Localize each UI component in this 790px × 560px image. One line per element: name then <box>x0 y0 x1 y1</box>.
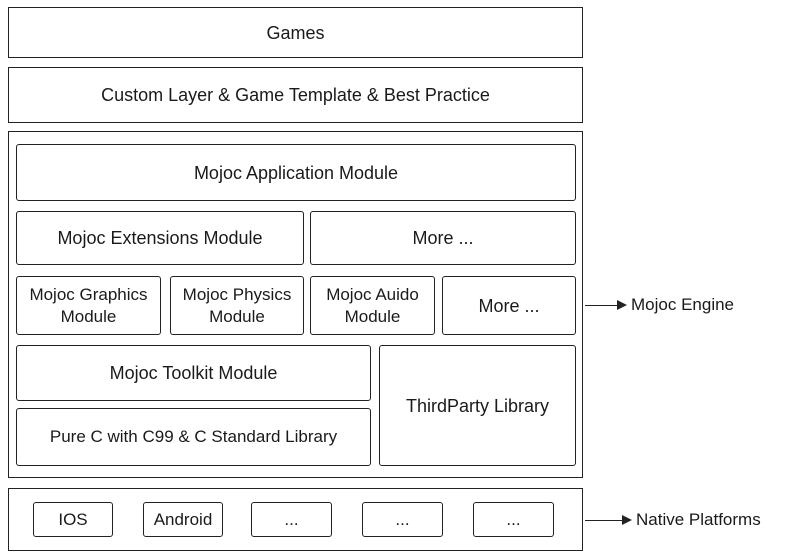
thirdparty-library: ThirdParty Library <box>379 345 576 466</box>
application-module: Mojoc Application Module <box>16 144 576 201</box>
platforms-label: Native Platforms <box>636 510 761 529</box>
games-label: Games <box>266 22 325 43</box>
platform-more-3-label: ... <box>506 509 521 529</box>
platform-android: Android <box>143 502 223 537</box>
platform-android-label: Android <box>153 509 213 529</box>
pure-c-label: Pure C with C99 & C Standard Library <box>49 427 338 446</box>
platform-ios-label: IOS <box>58 509 88 529</box>
thirdparty-library-label: ThirdParty Library <box>405 395 550 416</box>
extensions-module-label: Mojoc Extensions Module <box>57 228 263 248</box>
platform-ios: IOS <box>33 502 113 537</box>
platform-more-1: ... <box>251 502 332 537</box>
more-mid-label: More ... <box>478 295 540 316</box>
physics-module-line1: Mojoc Physics <box>182 284 292 304</box>
more-mid-box: More ... <box>442 276 576 335</box>
application-module-label: Mojoc Application Module <box>193 162 399 183</box>
custom-layer-label: Custom Layer & Game Template & Best Prac… <box>101 85 490 105</box>
engine-label: Mojoc Engine <box>631 295 735 314</box>
engine-arrow <box>585 300 627 310</box>
more-top-box: More ... <box>310 211 576 265</box>
platform-more-3: ... <box>473 502 554 537</box>
platform-more-2: ... <box>362 502 443 537</box>
toolkit-module: Mojoc Toolkit Module <box>16 345 371 401</box>
platform-more-2-label: ... <box>395 509 410 529</box>
audio-module-line1: Mojoc Auido <box>326 284 419 304</box>
physics-module-line2: Module <box>209 306 265 326</box>
pure-c-box: Pure C with C99 & C Standard Library <box>16 408 371 466</box>
physics-module: Mojoc Physics Module <box>170 276 304 335</box>
custom-layer: Custom Layer & Game Template & Best Prac… <box>8 67 583 123</box>
platforms-arrow <box>585 515 632 525</box>
audio-module: Mojoc Auido Module <box>310 276 435 335</box>
extensions-module: Mojoc Extensions Module <box>16 211 304 265</box>
graphics-module-line1: Mojoc Graphics <box>29 284 148 304</box>
toolkit-module-label: Mojoc Toolkit Module <box>109 363 278 383</box>
graphics-module-line2: Module <box>60 306 117 326</box>
games-layer: Games <box>8 7 583 58</box>
more-top-label: More ... <box>412 228 474 248</box>
graphics-module: Mojoc Graphics Module <box>16 276 161 335</box>
platform-more-1-label: ... <box>284 509 299 529</box>
audio-module-line2: Module <box>344 306 401 326</box>
